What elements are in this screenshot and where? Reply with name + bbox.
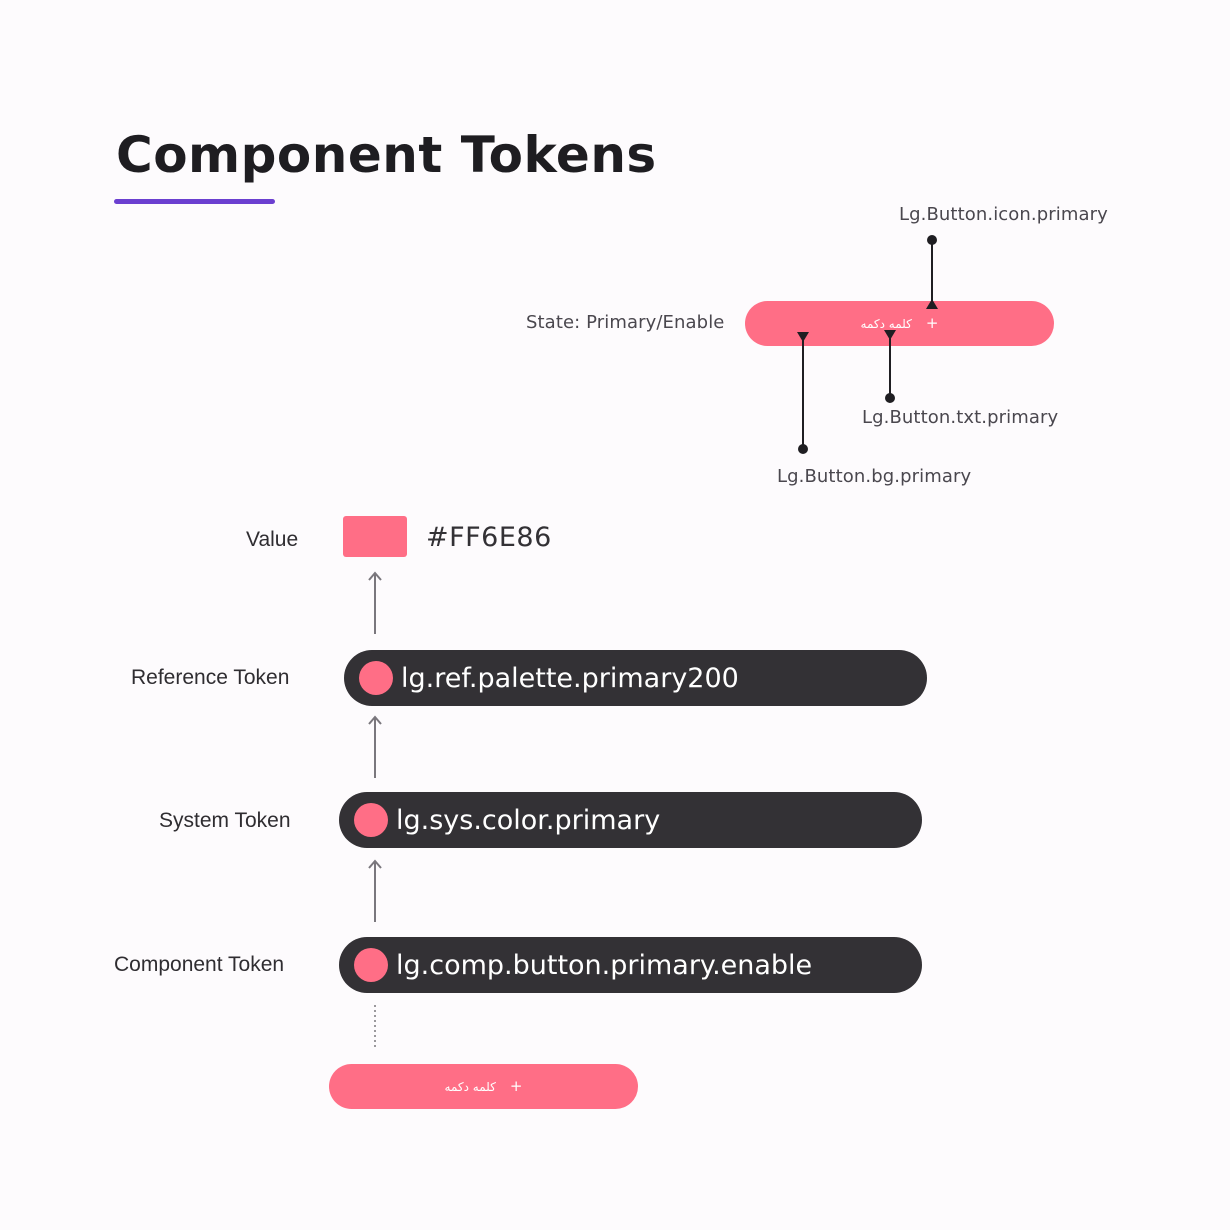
icon-connector-line: [931, 240, 933, 302]
text-token-label: Lg.Button.txt.primary: [862, 407, 1059, 428]
component-token-name: lg.comp.button.primary.enable: [396, 949, 813, 981]
icon-connector-arrow: [926, 299, 938, 309]
hex-value: #FF6E86: [426, 522, 552, 553]
bg-connector-dot: [798, 444, 808, 454]
title-underline: [114, 199, 275, 204]
plus-icon: +: [925, 314, 939, 332]
color-dot-icon: [359, 661, 393, 695]
icon-token-label: Lg.Button.icon.primary: [899, 204, 1108, 225]
bg-connector-arrow: [797, 332, 809, 342]
system-token-label: System Token: [159, 809, 291, 832]
text-connector-line: [889, 338, 891, 398]
system-token-name: lg.sys.color.primary: [396, 804, 661, 836]
arrow-up-icon: [368, 715, 382, 778]
bg-token-label: Lg.Button.bg.primary: [777, 466, 972, 487]
component-token-pill: lg.comp.button.primary.enable: [339, 937, 922, 993]
reference-token-label: Reference Token: [131, 666, 290, 689]
bg-connector-line: [802, 340, 804, 450]
reference-token-pill: lg.ref.palette.primary200: [344, 650, 927, 706]
reference-token-name: lg.ref.palette.primary200: [401, 662, 739, 694]
value-label: Value: [246, 528, 299, 551]
arrow-up-icon: [368, 571, 382, 634]
example-primary-button[interactable]: كلمه دكمه +: [329, 1064, 638, 1109]
text-connector-dot: [885, 393, 895, 403]
color-swatch: [343, 516, 407, 557]
color-dot-icon: [354, 803, 388, 837]
arrow-up-icon: [368, 859, 382, 922]
page-title: Component Tokens: [116, 126, 657, 184]
dotted-connector: [374, 1005, 376, 1049]
state-label: State: Primary/Enable: [526, 312, 725, 333]
text-connector-arrow: [884, 330, 896, 340]
button-label: كلمه دكمه: [860, 316, 912, 331]
color-dot-icon: [354, 948, 388, 982]
component-token-label: Component Token: [114, 953, 285, 976]
demo-primary-button[interactable]: كلمه دكمه +: [745, 301, 1054, 346]
button-label: كلمه دكمه: [444, 1079, 496, 1094]
system-token-pill: lg.sys.color.primary: [339, 792, 922, 848]
plus-icon: +: [509, 1077, 523, 1095]
